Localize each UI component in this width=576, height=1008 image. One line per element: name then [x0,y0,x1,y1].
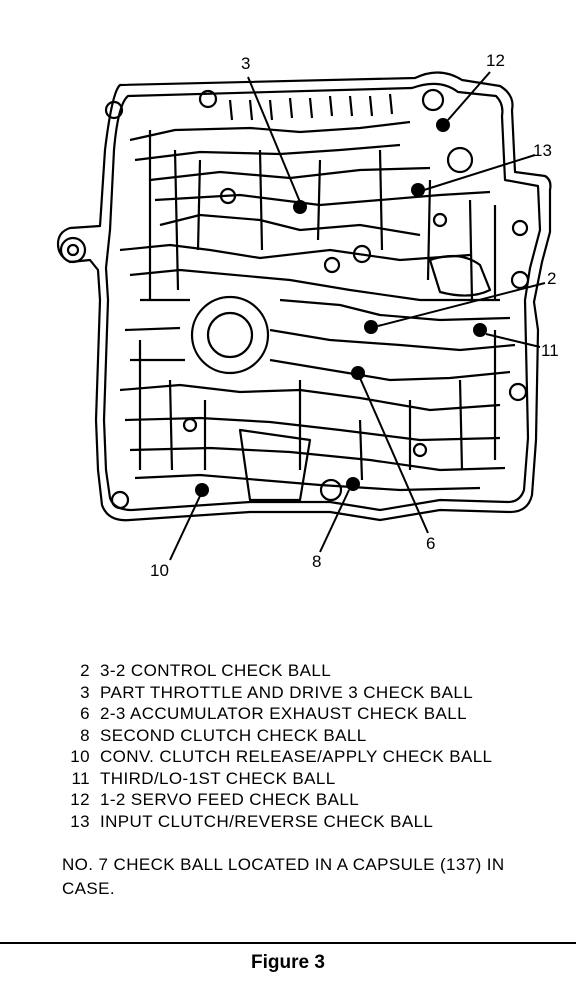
legend-number: 11 [71,768,90,788]
check-ball-3 [293,200,307,214]
legend-item: 12 1-2 SERVO FEED CHECK BALL [62,789,492,811]
legend-number: 6 [80,704,90,723]
legend-text: PART THROTTLE AND DRIVE 3 CHECK BALL [100,682,474,702]
legend-text: 1-2 SERVO FEED CHECK BALL [100,790,360,809]
legend: 2 3-2 CONTROL CHECK BALL 3 PART THROTTLE A… [62,660,492,832]
check-ball-12 [436,118,450,132]
callout-label-11: 11 [541,341,559,360]
legend-item: 11 THIRD/LO-1ST CHECK BALL [62,768,492,790]
check-ball-10 [195,483,209,497]
callout-label-12: 12 [486,51,505,70]
figure-caption: Figure 3 [251,952,325,973]
legend-text: 2-3 ACCUMULATOR EXHAUST CHECK BALL [100,704,467,723]
check-ball-2 [364,320,378,334]
legend-text: CONV. CLUTCH RELEASE/APPLY CHECK BALL [100,747,493,766]
legend-number: 10 [70,747,90,766]
capsule-note: NO. 7 CHECK BALL LOCATED IN A CAPSULE (1… [62,855,505,898]
leader-10 [169,495,201,561]
leader-13 [423,154,536,191]
legend-number: 12 [70,790,90,809]
legend-item: 3 PART THROTTLE AND DRIVE 3 CHECK BALL [62,682,492,704]
legend-text: THIRD/LO-1ST CHECK BALL [100,768,336,788]
legend-text: SECOND CLUTCH CHECK BALL [100,725,367,745]
legend-item: 8 SECOND CLUTCH CHECK BALL [62,725,492,747]
callout-label-13: 13 [533,141,552,160]
divider [0,942,576,944]
callout-label-6: 6 [426,534,436,553]
leader-2 [377,282,546,327]
callout-label-8: 8 [312,552,322,571]
callout-label-3: 3 [241,54,251,73]
legend-text: INPUT CLUTCH/REVERSE CHECK BALL [100,811,434,831]
legend-number: 2 [80,661,90,680]
check-ball-8 [346,477,360,491]
callout-label-2: 2 [547,269,557,288]
leader-11 [485,333,541,348]
legend-item: 13 INPUT CLUTCH/REVERSE CHECK BALL [62,811,492,833]
plate-outline [56,71,552,522]
check-ball-6 [351,366,365,380]
legend-item: 10 CONV. CLUTCH RELEASE/APPLY CHECK BALL [62,746,492,768]
legend-text: 3-2 CONTROL CHECK BALL [100,661,332,680]
leader-12 [447,71,491,121]
callout-label-10: 10 [150,561,169,580]
legend-number: 3 [80,682,90,702]
legend-item: 6 2-3 ACCUMULATOR EXHAUST CHECK BALL [62,703,492,725]
legend-number: 8 [80,725,90,745]
leader-8 [319,489,350,553]
check-ball-11 [473,323,487,337]
leader-6 [359,377,429,534]
leader-3 [247,76,301,203]
check-ball-13 [411,183,425,197]
legend-item: 2 3-2 CONTROL CHECK BALL [62,660,492,682]
legend-number: 13 [70,811,90,831]
valve-body-diagram [56,71,552,561]
